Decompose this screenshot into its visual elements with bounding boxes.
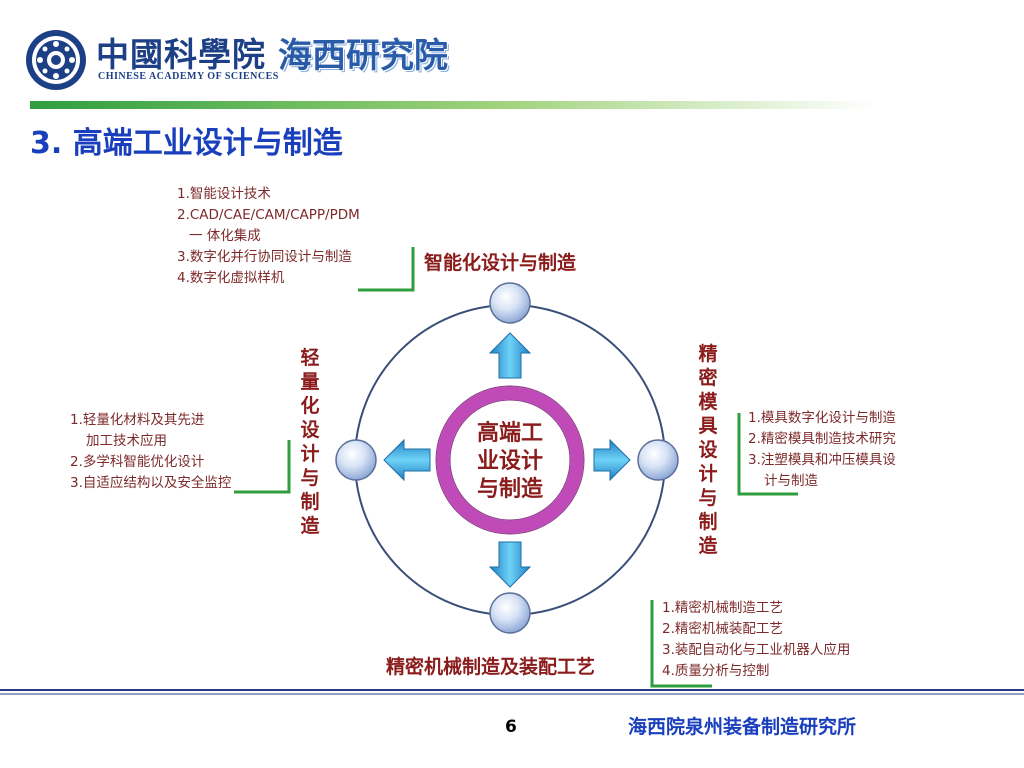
node-top: [489, 282, 531, 324]
list-item: 1.精密机械制造工艺: [662, 600, 783, 616]
cas-emblem-icon: [26, 30, 86, 90]
list-item: 1.轻量化材料及其先进: [70, 412, 205, 428]
arrow-up-icon: [488, 332, 532, 379]
node-left: [335, 439, 377, 481]
arrow-right-icon: [593, 438, 631, 482]
page-title: 3. 高端工业设计与制造: [30, 126, 343, 161]
bottom-label: 精密机械制造及装配工艺: [386, 656, 596, 678]
list-item: 1.智能设计技术: [177, 186, 271, 202]
node-right: [637, 439, 679, 481]
arrow-down-icon: [488, 541, 532, 588]
cas-logo-text: 中國科學院: [96, 35, 266, 74]
bracket-top: [358, 247, 415, 292]
center-label: 高端工 业设计 与制造: [476, 421, 543, 502]
left-item-list: 1.轻量化材料及其先进 加工技术应用 2.多学科智能优化设计 3.自适应结构以及…: [70, 410, 231, 494]
list-item: 加工技术应用: [86, 433, 167, 449]
list-item: 2.精密模具制造技术研究: [748, 431, 896, 447]
bracket-left: [234, 440, 291, 494]
arrow-left-icon: [383, 438, 431, 482]
list-item: 2.多学科智能优化设计: [70, 454, 205, 470]
footer-organization: 海西院泉州装备制造研究所: [628, 716, 857, 738]
list-item: 一 体化集成: [189, 228, 261, 244]
list-item: 4.质量分析与控制: [662, 663, 770, 679]
right-item-list: 1.模具数字化设计与制造 2.精密模具制造技术研究 3.注塑模具和冲压模具设 计…: [748, 408, 896, 492]
cas-logo-english: CHINESE ACADEMY OF SCIENCES: [98, 71, 279, 82]
list-item: 2.CAD/CAE/CAM/CAPP/PDM: [177, 207, 360, 223]
list-item: 3.数字化并行协同设计与制造: [177, 249, 352, 265]
left-label: 轻 量 化 设 计 与 制 造: [300, 347, 320, 537]
list-item: 2.精密机械装配工艺: [662, 621, 783, 637]
right-label: 精 密 模 具 设 计 与 制 造: [698, 343, 718, 557]
institute-name: 海西研究院: [278, 36, 448, 76]
list-item: 3.装配自动化与工业机器人应用: [662, 642, 851, 658]
bottom-item-list: 1.精密机械制造工艺 2.精密机械装配工艺 3.装配自动化与工业机器人应用 4.…: [662, 598, 850, 682]
header-green-bar: [30, 101, 875, 109]
list-item: 计与制造: [764, 473, 818, 489]
list-item: 3.注塑模具和冲压模具设: [748, 452, 896, 468]
bracket-right: [737, 413, 798, 496]
list-item: 3.自适应结构以及安全监控: [70, 475, 232, 491]
top-label: 智能化设计与制造: [424, 252, 577, 274]
list-item: 1.模具数字化设计与制造: [748, 410, 896, 426]
node-bottom: [489, 592, 531, 634]
list-item: 4.数字化虚拟样机: [177, 270, 285, 286]
bracket-bottom: [650, 600, 712, 688]
top-item-list: 1.智能设计技术 2.CAD/CAE/CAM/CAPP/PDM 一 体化集成 3…: [177, 184, 360, 289]
page-number: 6: [505, 717, 517, 737]
center-ring: [436, 386, 584, 534]
